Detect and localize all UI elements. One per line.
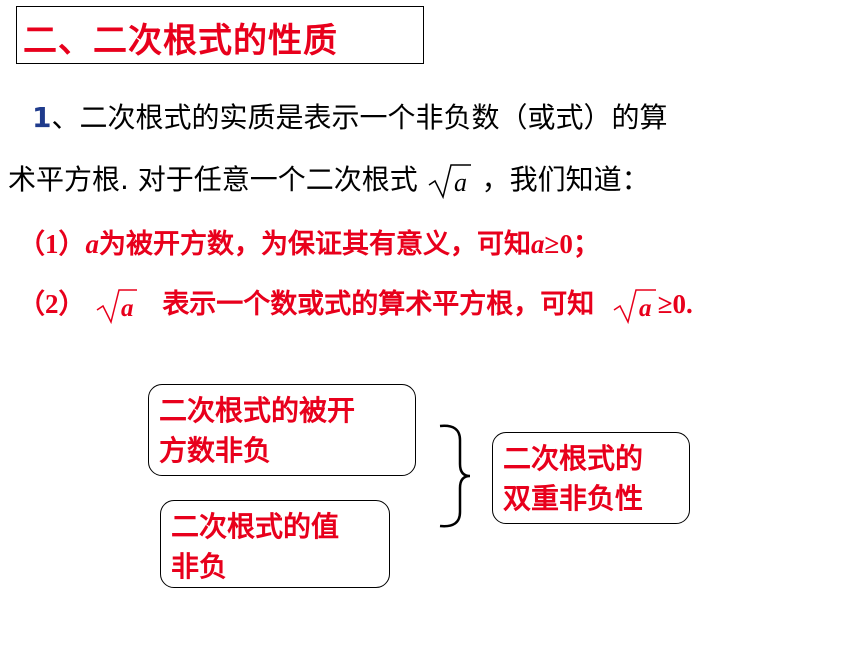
item2-sqrt-var: a bbox=[121, 295, 134, 322]
box1-line2: 方数非负 bbox=[159, 434, 272, 467]
item2-text: 表示一个数或式的算术平方根，可知 bbox=[162, 289, 595, 320]
item2-prefix: （2） bbox=[18, 289, 86, 319]
item1-cond-var: a bbox=[531, 229, 545, 259]
box3-line1: 二次根式的 bbox=[503, 442, 644, 475]
box3-line2: 双重非负性 bbox=[503, 482, 644, 515]
item1-var: a bbox=[85, 229, 100, 259]
box2-line1: 二次根式的值 bbox=[171, 510, 340, 543]
item2-sqrt-var-2: a bbox=[639, 295, 652, 322]
para1-line1: 1、二次根式的实质是表示一个非负数（或式）的算 bbox=[32, 96, 668, 136]
box-value-nonnegative: 二次根式的值 非负 bbox=[160, 500, 390, 588]
para1-line2: 术平方根. 对于任意一个二次根式 a ，我们知道： bbox=[8, 158, 650, 201]
box-radicand-nonnegative: 二次根式的被开 方数非负 bbox=[148, 384, 416, 476]
item2-sqrt-symbol-2: a bbox=[613, 288, 656, 324]
para1-line1-text: 、二次根式的实质是表示一个非负数（或式）的算 bbox=[51, 101, 668, 134]
item2-cond: ≥0. bbox=[657, 289, 693, 319]
para1-line2-post: ，我们知道： bbox=[481, 163, 650, 196]
slide-title: 二、二次根式的性质 bbox=[23, 21, 338, 61]
item1-text: 为被开方数，为保证其有意义，可知 bbox=[99, 229, 531, 260]
box-double-nonnegativity: 二次根式的 双重非负性 bbox=[492, 432, 690, 524]
item1: （1）a为被开方数，为保证其有意义，可知a≥0； bbox=[18, 222, 600, 261]
title-box: 二、二次根式的性质 bbox=[16, 6, 424, 64]
box1-line1: 二次根式的被开 bbox=[159, 394, 356, 427]
sqrt-var: a bbox=[454, 168, 467, 197]
para1-number: 1 bbox=[32, 101, 52, 134]
right-brace bbox=[439, 424, 471, 528]
sqrt-symbol: a bbox=[428, 164, 471, 200]
item2-sqrt-symbol: a bbox=[96, 288, 137, 324]
box2-line2: 非负 bbox=[171, 550, 228, 583]
item1-prefix: （1） bbox=[18, 229, 86, 259]
item1-cond: ≥0； bbox=[544, 229, 600, 259]
para1-line2-pre: 术平方根. 对于任意一个二次根式 bbox=[8, 163, 418, 196]
item2: （2） a 表示一个数或式的算术平方根，可知 a ≥0. bbox=[18, 282, 693, 326]
